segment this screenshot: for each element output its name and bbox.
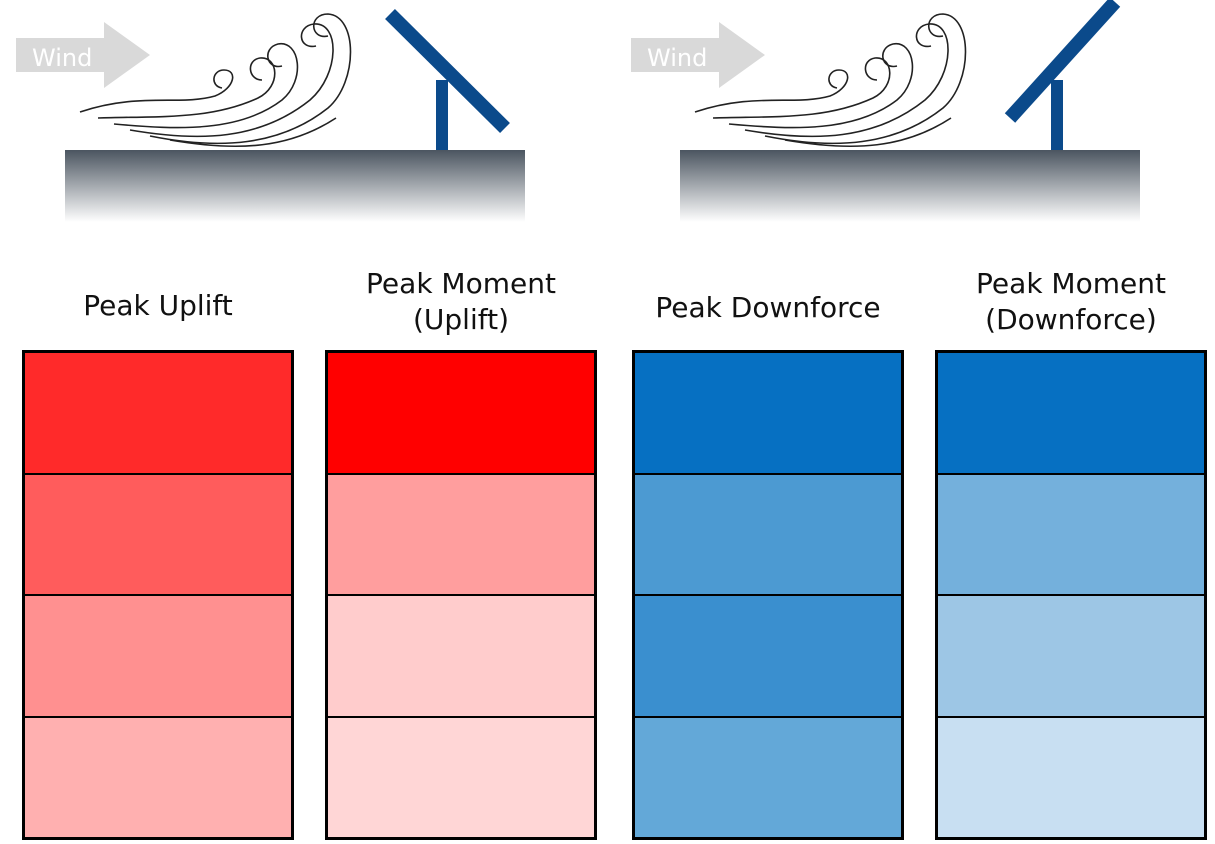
ground bbox=[65, 150, 525, 222]
panel-peak-uplift bbox=[22, 350, 294, 840]
panel-cell bbox=[938, 353, 1204, 475]
panel-cell bbox=[25, 474, 291, 596]
panel-cell bbox=[328, 717, 594, 837]
panel-cell bbox=[635, 717, 901, 837]
panel-title-peak-downforce: Peak Downforce bbox=[655, 291, 881, 324]
panel-title-peak-moment-uplift: Peak Moment (Uplift) bbox=[366, 267, 556, 336]
panel-cell bbox=[938, 717, 1204, 837]
panel-cell bbox=[328, 353, 594, 475]
panel-cell bbox=[25, 717, 291, 837]
solar-tracker-icon bbox=[1004, 0, 1121, 150]
panel-peak-downforce bbox=[632, 350, 904, 840]
panel-peak-moment-downforce bbox=[935, 350, 1207, 840]
panel-cell bbox=[328, 474, 594, 596]
wind-scene-diagram: Wind bbox=[16, 9, 525, 222]
panel-title-peak-moment-downforce: Peak Moment (Downforce) bbox=[976, 267, 1166, 336]
panel-cell bbox=[635, 353, 901, 475]
panel-cell bbox=[328, 596, 594, 718]
solar-tracker-icon bbox=[385, 9, 510, 150]
panel-title-peak-uplift: Peak Uplift bbox=[83, 289, 233, 322]
panel-cell bbox=[25, 353, 291, 475]
ground bbox=[680, 150, 1140, 222]
turbulence-swirl-icon bbox=[79, 13, 352, 148]
scene-downforce: Wind bbox=[625, 0, 1165, 230]
turbulence-swirl-icon bbox=[694, 13, 967, 148]
wind-arrow-icon bbox=[16, 22, 150, 88]
scene-uplift: Wind bbox=[10, 0, 550, 230]
wind-arrow-icon bbox=[631, 22, 765, 88]
panel-cell bbox=[938, 596, 1204, 718]
panel-cell bbox=[938, 474, 1204, 596]
panel-cell bbox=[635, 474, 901, 596]
panel-peak-moment-uplift bbox=[325, 350, 597, 840]
panel-cell bbox=[635, 596, 901, 718]
panel-cell bbox=[25, 596, 291, 718]
wind-scene-diagram: Wind bbox=[631, 0, 1140, 222]
wind-label: Wind bbox=[32, 44, 92, 72]
wind-label: Wind bbox=[647, 44, 707, 72]
